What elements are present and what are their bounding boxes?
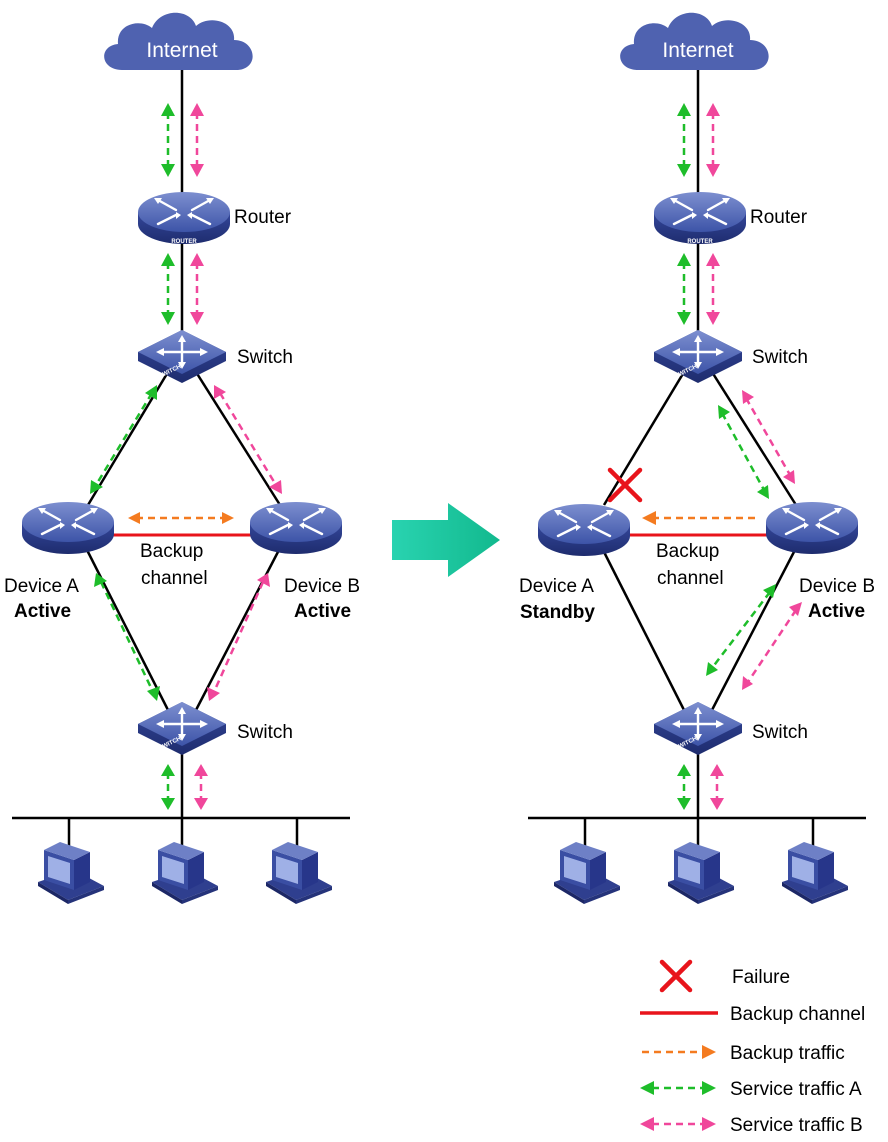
link-device-b-switch xyxy=(194,547,282,711)
link-switch-device-b xyxy=(194,371,282,506)
device-b-icon xyxy=(764,500,860,556)
device-b-state: Active xyxy=(808,601,865,622)
pc-icon xyxy=(554,842,620,904)
legend-service-a-label: Service traffic A xyxy=(730,1079,862,1100)
device-a-icon xyxy=(536,502,632,558)
device-b-state: Active xyxy=(294,601,351,622)
router-label: Router xyxy=(750,207,808,228)
internet-cloud-icon: Internet xyxy=(104,12,253,70)
internet-label: Internet xyxy=(662,39,733,62)
device-a-state: Active xyxy=(14,601,71,622)
router-label: Router xyxy=(234,207,292,228)
device-b-name: Device B xyxy=(284,576,360,597)
pc-icon xyxy=(152,842,218,904)
link-device-a-switch xyxy=(84,547,170,711)
switch-top-label: Switch xyxy=(237,347,293,368)
legend-service-b-arrow xyxy=(702,1117,716,1131)
transition-arrow-icon xyxy=(392,503,500,577)
device-a-icon xyxy=(20,500,116,556)
device-a-state: Standby xyxy=(520,602,595,623)
switch-bottom-icon: SWITCH xyxy=(652,700,744,757)
router-badge: ROUTER xyxy=(687,239,713,245)
backup-label-line2: channel xyxy=(657,568,724,589)
device-a-name: Device A xyxy=(519,576,594,597)
left-topology: Internet ROUTER Router SWITCH Switch Dev… xyxy=(4,12,360,904)
device-a-name: Device A xyxy=(4,576,79,597)
switch-top-icon: SWITCH xyxy=(136,328,228,385)
pc-icon xyxy=(266,842,332,904)
legend-backup-traffic-arrow xyxy=(702,1045,716,1059)
legend-service-a-arrow xyxy=(702,1081,716,1095)
router-badge: ROUTER xyxy=(171,239,197,245)
router-icon: ROUTER xyxy=(652,190,748,246)
legend-backup-channel-label: Backup channel xyxy=(730,1004,865,1025)
switch-bottom-label: Switch xyxy=(237,722,293,743)
backup-label-line1: Backup xyxy=(140,541,203,562)
legend-service-b-label: Service traffic B xyxy=(730,1115,863,1136)
router-icon: ROUTER xyxy=(136,190,232,246)
failure-icon xyxy=(607,467,643,503)
switch-top-label: Switch xyxy=(752,347,808,368)
device-b-icon xyxy=(248,500,344,556)
switch-bottom-label: Switch xyxy=(752,722,808,743)
internet-cloud-icon: Internet xyxy=(620,12,769,70)
switch-bottom-icon: SWITCH xyxy=(136,700,228,757)
pc-icon xyxy=(668,842,734,904)
backup-label-line2: channel xyxy=(141,568,208,589)
legend: Failure Backup channel Backup traffic Se… xyxy=(640,959,865,1136)
right-topology: Internet ROUTER Router SWITCH Switch Dev… xyxy=(519,12,875,904)
device-b-name: Device B xyxy=(799,576,875,597)
pc-icon xyxy=(38,842,104,904)
pc-icon xyxy=(782,842,848,904)
backup-label-line1: Backup xyxy=(656,541,719,562)
legend-backup-traffic-label: Backup traffic xyxy=(730,1043,845,1064)
internet-label: Internet xyxy=(146,39,217,62)
switch-top-icon: SWITCH xyxy=(652,328,744,385)
legend-failure-icon xyxy=(659,959,693,993)
legend-failure-label: Failure xyxy=(732,967,790,988)
